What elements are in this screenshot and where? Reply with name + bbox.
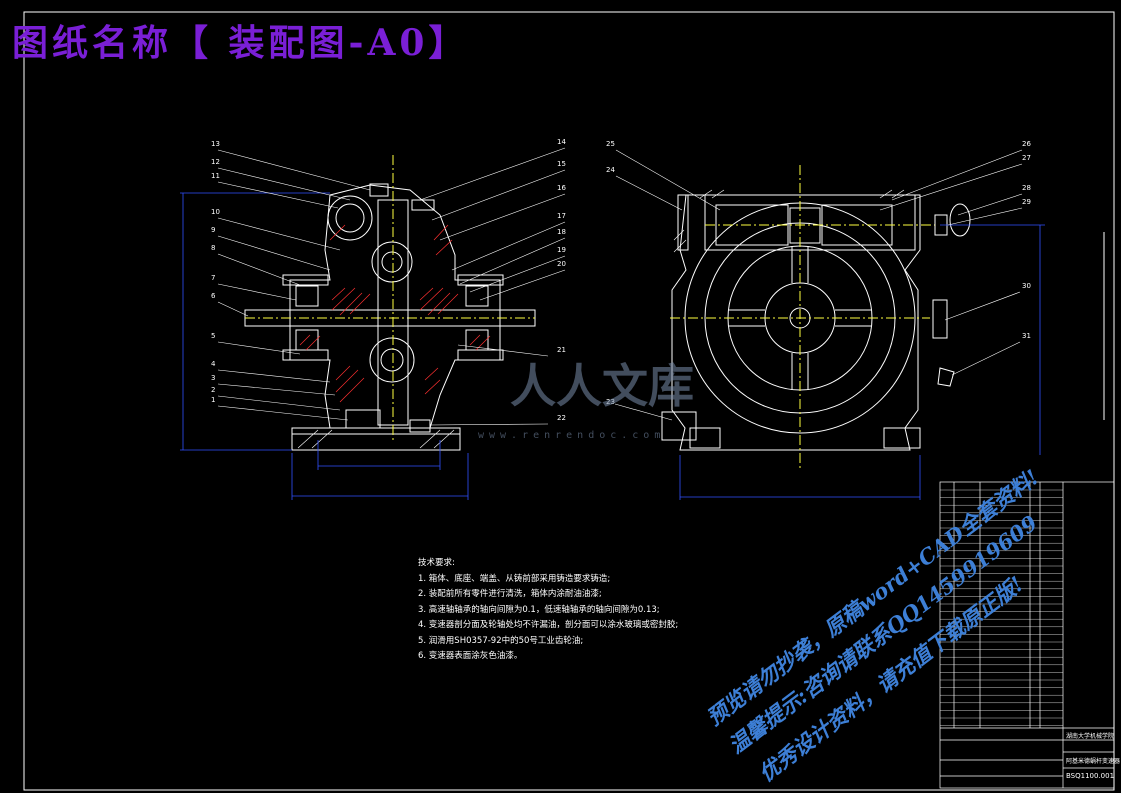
left-view-dimensions (180, 192, 469, 500)
callout-29: 29 (1022, 198, 1031, 206)
callout-27: 27 (1022, 154, 1031, 162)
callout-22: 22 (557, 414, 566, 422)
callout-23: 23 (606, 398, 615, 406)
tech-req-heading: 技术要求: (418, 558, 455, 568)
callout-9: 9 (211, 226, 216, 234)
right-view-leaders (614, 149, 1023, 421)
technical-requirements: 技术要求: 1. 箱体、底座、端盖、从铸前部采用铸造要求铸造; 2. 装配前所有… (408, 556, 678, 665)
title-block-drawing-name: 阿基米德蜗杆变速器 (1066, 758, 1121, 765)
callout-26: 26 (1022, 140, 1031, 148)
callout-12: 12 (211, 158, 220, 166)
callout-15: 15 (557, 160, 566, 168)
callout-20: 20 (557, 260, 566, 268)
left-section-view (244, 155, 536, 451)
callout-13: 13 (211, 140, 220, 148)
tech-req-item-6: 6. 变速器表面涂灰色油漆。 (418, 651, 523, 661)
callout-2: 2 (211, 386, 216, 394)
callout-4: 4 (211, 360, 216, 368)
title-block-drawing-number: BSQ1100.001 (1066, 772, 1115, 780)
callout-24: 24 (606, 166, 615, 174)
callout-7: 7 (211, 274, 216, 282)
renren-url-watermark: www.renrendoc.com (478, 430, 666, 441)
tech-req-item-4: 4. 变速器剖分面及轮轴处均不许漏油，剖分面可以涂水玻璃或密封胶; (418, 620, 679, 630)
callout-1: 1 (211, 396, 216, 404)
tech-req-item-5: 5. 润滑用SH0357-92中的50号工业齿轮油; (418, 635, 584, 646)
right-view-dimensions (679, 224, 1045, 500)
callout-10: 10 (211, 208, 220, 216)
tech-req-item-1: 1. 箱体、底座、端盖、从铸前部采用铸造要求铸造; (418, 573, 611, 584)
tech-req-item-2: 2. 装配前所有零件进行清洗，箱体内涂耐油油漆; (418, 589, 602, 599)
callout-8: 8 (211, 244, 216, 252)
title-block-rows (940, 489, 1063, 726)
tech-req-item-3: 3. 高速轴轴承的轴向间隙为0.1，低速轴轴承的轴向间隙为0.13; (418, 604, 660, 615)
section-hatching (299, 224, 491, 403)
callout-6: 6 (211, 292, 216, 300)
right-front-view (661, 165, 971, 470)
callout-16: 16 (557, 184, 566, 192)
title-block-school: 湖南大学机械学院 (1066, 733, 1115, 740)
right-view-hatch (673, 189, 905, 253)
callout-28: 28 (1022, 184, 1031, 192)
callout-21: 21 (557, 346, 566, 354)
drawing-title: 图纸名称【 装配图-A0】 (12, 22, 469, 64)
callout-17: 17 (557, 212, 566, 220)
callout-31: 31 (1022, 332, 1031, 340)
renren-logo-watermark: 人人文库 (510, 359, 694, 413)
title-block (939, 481, 1115, 789)
callout-19: 19 (557, 246, 566, 254)
callout-14: 14 (557, 138, 566, 146)
callout-5: 5 (211, 332, 216, 340)
callout-3: 3 (211, 374, 216, 382)
drawing-border (23, 11, 1115, 791)
left-view-leaders (217, 147, 566, 426)
callout-25: 25 (606, 140, 615, 148)
callout-18: 18 (557, 228, 566, 236)
callout-11: 11 (211, 172, 220, 180)
callout-30: 30 (1022, 282, 1031, 290)
